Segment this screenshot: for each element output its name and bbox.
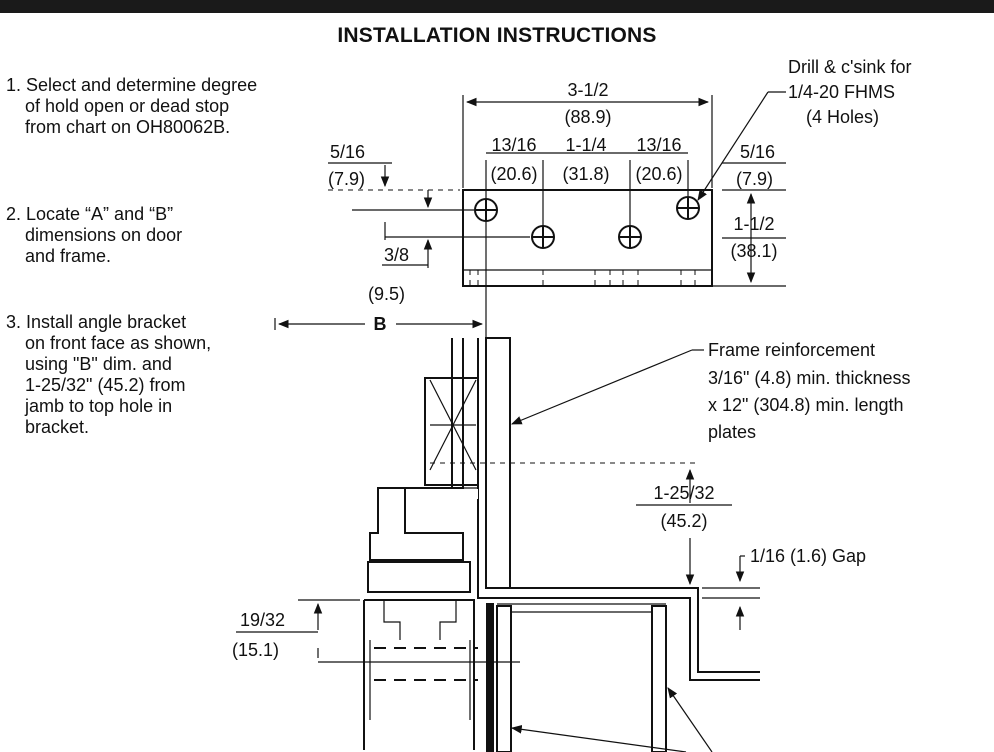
dim-hole-2-fraction: 1-1/4 [565,135,606,155]
dim-right-edge-fraction: 5/16 [740,142,775,162]
bracket-mount-block [424,377,479,486]
dim-height: 1-1/2 (38.1) [712,189,786,287]
frame-reinforcement-plate [485,337,511,589]
dim-jamb-to-hole: 1-25/32 (45.2) [430,462,732,586]
dim-hole-1-fraction: 13/16 [491,135,536,155]
gap-label: 1/16 (1.6) Gap [750,546,866,566]
drill-note-line-2: 1/4-20 FHMS [788,82,895,102]
dim-arm-fraction: 19/32 [240,610,285,630]
angle-bracket-section [369,338,464,561]
dim-jamb-to-hole-metric: (45.2) [660,511,707,531]
dim-hole-offset-fraction: 3/8 [384,245,409,265]
step-1-line-3: from chart on OH80062B. [25,117,231,137]
dim-right-edge: 5/16 (7.9) [722,142,786,191]
closer-cap [367,561,471,593]
frame-note-line-2: 3/16" (4.8) min. thickness [708,368,910,388]
dim-overall-width: 3-1/2 (88.9) [462,80,713,188]
drill-note-callout: Drill & c'sink for 1/4-20 FHMS (4 Holes) [697,57,911,201]
dim-right-edge-metric: (7.9) [736,169,773,189]
door-reinforcement-left [496,605,512,752]
step-1-line-2: of hold open or dead stop [25,96,230,116]
frame-note-line-3: x 12" (304.8) min. length [708,395,904,415]
dim-arm: 19/32 (15.1) [232,599,520,663]
dim-b: B [274,314,484,334]
frame-note-line-4: plates [708,422,756,442]
gap-callout: 1/16 (1.6) Gap [702,546,866,630]
instruction-step-1: 1. Select and determine degree of hold o… [6,75,257,138]
step-3-line-3: using "B" dim. and [25,354,172,374]
dim-left-edge: 5/16 (7.9) [328,142,460,191]
dim-hole-offset: 3/8 (9.5) [352,190,530,304]
step-2-line-1: 2. Locate “A” and “B” [6,204,174,224]
step-3-line-4: 1-25/32" (45.2) from [25,375,186,395]
dim-hole-3-fraction: 13/16 [636,135,681,155]
drill-note-line-1: Drill & c'sink for [788,57,911,77]
frame-jamb-inner [509,338,760,673]
door-top [497,603,666,613]
step-1-line-1: 1. Select and determine degree [6,75,258,95]
top-rule [0,0,994,13]
dim-height-fraction: 1-1/2 [733,214,774,234]
closer-body [363,599,475,750]
bracket-hole-3 [618,225,642,249]
door-edge-solid [486,603,494,752]
bracket-flange-ticks [469,270,696,286]
dim-b-label: B [374,314,387,334]
dim-hole-3-metric: (20.6) [635,164,682,184]
dim-left-edge-fraction: 5/16 [330,142,365,162]
step-3-line-6: bracket. [25,417,90,437]
dim-hole-offset-metric: (9.5) [368,284,405,304]
dim-arm-metric: (15.1) [232,640,279,660]
dim-hole-2-metric: (31.8) [562,164,609,184]
frame-reinforcement-callout: Frame reinforcement 3/16" (4.8) min. thi… [511,340,910,442]
bottom-leaders [510,687,713,752]
bracket-plan [462,160,713,338]
closer-arm-slot [383,600,457,640]
dim-hole-1-metric: (20.6) [490,164,537,184]
dim-hole-spacing: 13/16 (20.6) 1-1/4 (31.8) 13/16 (20.6) [486,135,689,196]
instruction-step-2: 2. Locate “A” and “B” dimensions on door… [6,204,182,267]
step-3-line-1: 3. Install angle bracket [6,312,187,332]
dim-height-metric: (38.1) [730,241,777,261]
door-reinforcement-right [651,605,667,752]
frame-section [363,337,760,752]
dim-overall-width-fraction: 3-1/2 [567,80,608,100]
step-2-line-2: dimensions on door [25,225,183,245]
page-title: INSTALLATION INSTRUCTIONS [337,24,657,47]
dim-overall-width-metric: (88.9) [564,107,611,127]
dim-left-edge-metric: (7.9) [328,169,365,189]
instruction-step-3: 3. Install angle bracket on front face a… [6,312,211,438]
drill-note-line-3: (4 Holes) [806,107,879,127]
bracket-hole-2 [531,225,555,249]
bracket-hole-4 [676,196,700,220]
step-3-line-2: on front face as shown, [25,333,212,353]
frame-note-line-1: Frame reinforcement [708,340,875,360]
dim-jamb-to-hole-fraction: 1-25/32 [653,483,714,503]
frame-jamb-outer [477,338,760,681]
step-3-line-5: jamb to top hole in [25,396,173,416]
bracket-outline [462,189,713,287]
step-2-line-3: and frame. [25,246,112,266]
